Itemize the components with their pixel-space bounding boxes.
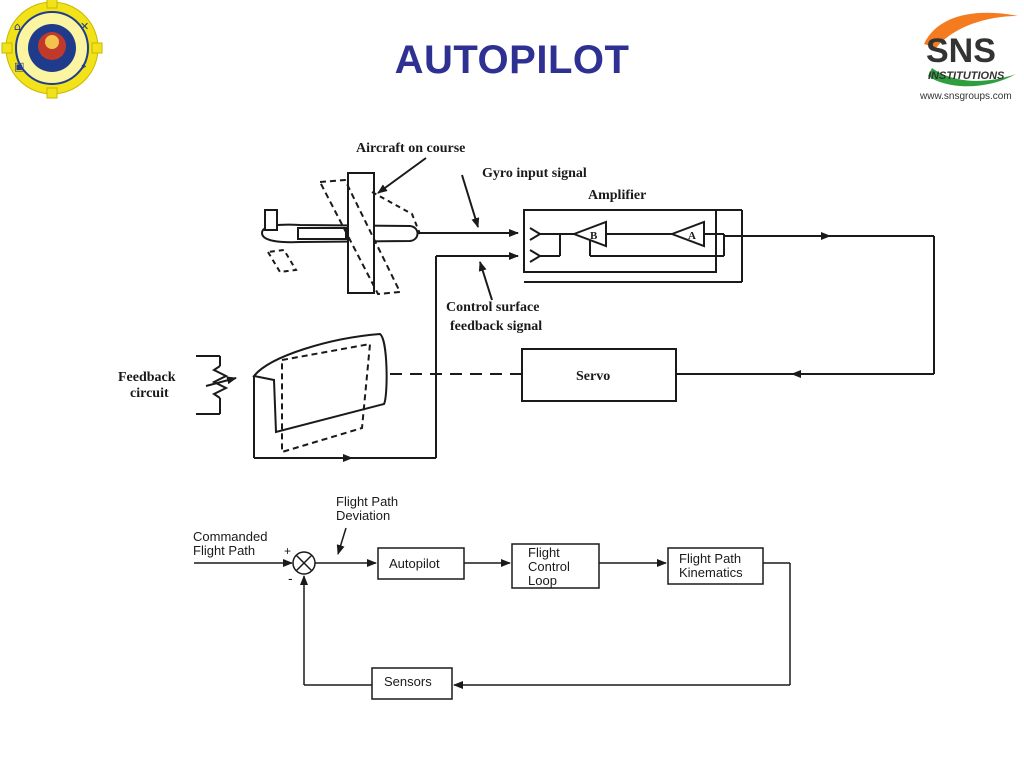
- amp-stage-b-label: B: [590, 230, 598, 242]
- servo-label: Servo: [576, 369, 610, 384]
- gyro-input-signal-label: Gyro input signal: [482, 166, 587, 181]
- commanded-flight-path-label-2: Flight Path: [193, 543, 255, 558]
- aircraft-icon: [260, 172, 421, 296]
- slide-title: AUTOPILOT: [394, 38, 630, 82]
- flight-control-loop-label-2: Control: [528, 559, 570, 574]
- svg-text:⌂: ⌂: [14, 20, 21, 33]
- flight-control-loop-block: [511, 543, 600, 589]
- plus-sign: +: [284, 544, 291, 558]
- feedback-circuit-label-1: Feedback: [118, 370, 176, 385]
- amp-stage-a-label: A: [688, 230, 696, 242]
- feedback-circuit-label-2: circuit: [130, 386, 169, 401]
- svg-text:⚡: ⚡: [80, 60, 88, 73]
- logo-subtitle-text: INSTITUTIONS: [928, 70, 1005, 82]
- flight-control-loop-label-3: Loop: [528, 573, 557, 588]
- sns-institutions-logo: SNS INSTITUTIONS www.snsgroups.com: [919, 12, 1018, 102]
- logo-url-text: www.snsgroups.com: [919, 91, 1012, 102]
- minus-sign: -: [288, 570, 293, 586]
- svg-text:▣: ▣: [14, 60, 24, 73]
- upper-diagram: [196, 157, 935, 462]
- amplifier-label: Amplifier: [588, 188, 646, 203]
- control-surface-icon: [252, 332, 388, 454]
- flight-control-loop-label-1: Flight: [528, 545, 560, 560]
- logo-swoosh-green: [928, 68, 1016, 87]
- sensors-block: [371, 667, 453, 700]
- commanded-flight-path-label-1: Commanded: [193, 529, 267, 544]
- feedback-signal-label: feedback signal: [450, 319, 542, 334]
- logo-brand-text: SNS: [926, 32, 996, 70]
- aircraft-on-course-label: Aircraft on course: [356, 141, 465, 156]
- resistor-icon: [196, 355, 237, 415]
- autopilot-block-label: Autopilot: [389, 556, 440, 571]
- flight-path-deviation-label-1: Flight Path: [336, 494, 398, 509]
- logo-swoosh-orange: [924, 12, 1018, 49]
- sensors-block-label: Sensors: [384, 674, 432, 689]
- flight-path-kinematics-label-2: Kinematics: [679, 565, 743, 580]
- lower-diagram: [194, 527, 791, 700]
- svg-text:✕: ✕: [80, 20, 89, 33]
- amplifier-box: [523, 209, 717, 273]
- college-seal-logo: ⌂ ✕ ▣ ⚡: [1, 0, 103, 99]
- flight-path-kinematics-label-1: Flight Path: [679, 551, 741, 566]
- flight-path-deviation-label-2: Deviation: [336, 508, 390, 523]
- flight-path-kinematics-block: [667, 547, 764, 585]
- control-surface-label: Control surface: [446, 300, 539, 315]
